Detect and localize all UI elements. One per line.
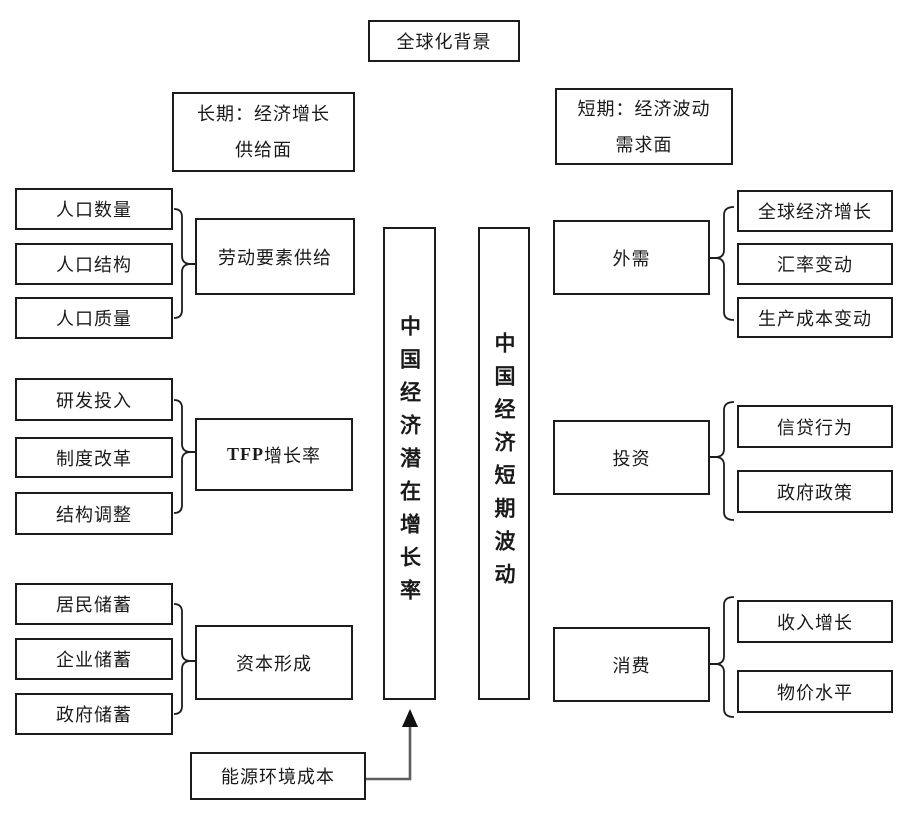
short-term-demand-header: 短期：经济波动 需求面 <box>555 88 733 165</box>
population-quality-box: 人口质量 <box>15 297 173 339</box>
tfp-label-bold: TFP <box>227 444 264 464</box>
corporate-savings-box: 企业储蓄 <box>15 638 173 680</box>
short-term-header-line1: 短期：经济波动 <box>577 98 711 119</box>
consumption-box: 消费 <box>553 627 710 702</box>
production-cost-change-box: 生产成本变动 <box>737 297 893 338</box>
brace-consumption <box>714 596 735 718</box>
long-term-header-line2: 供给面 <box>235 140 292 160</box>
short-term-fluctuation-box: 中国经济短期波动 <box>478 227 530 700</box>
exchange-rate-change-box: 汇率变动 <box>737 243 893 285</box>
brace-capital <box>173 603 192 715</box>
up-arrow-icon <box>402 709 418 727</box>
global-economic-growth-box: 全球经济增长 <box>737 190 893 232</box>
long-term-supply-header: 长期：经济增长 供给面 <box>172 92 355 172</box>
labor-supply-box: 劳动要素供给 <box>195 218 355 295</box>
income-growth-box: 收入增长 <box>737 600 893 643</box>
structure-adjustment-box: 结构调整 <box>15 492 173 535</box>
capital-formation-box: 资本形成 <box>195 625 353 700</box>
brace-investment <box>714 401 735 521</box>
tfp-growth-box: TFP 增长率 <box>195 418 353 491</box>
population-quantity-box: 人口数量 <box>15 188 173 230</box>
external-demand-box: 外需 <box>553 220 710 295</box>
investment-box: 投资 <box>553 420 710 495</box>
globalization-background-box: 全球化背景 <box>368 20 520 62</box>
household-savings-box: 居民储蓄 <box>15 583 173 625</box>
tfp-label-rest: 增长率 <box>264 445 321 466</box>
potential-growth-box: 中国经济潜在增长率 <box>383 227 436 700</box>
energy-environment-cost-box: 能源环境成本 <box>190 752 366 800</box>
government-savings-box: 政府储蓄 <box>15 693 173 735</box>
brace-external-demand <box>714 206 735 321</box>
brace-labor-supply <box>173 208 192 319</box>
government-policy-box: 政府政策 <box>737 470 893 513</box>
price-level-box: 物价水平 <box>737 670 893 713</box>
energy-arrow-line <box>366 725 412 781</box>
population-structure-box: 人口结构 <box>15 243 173 285</box>
rnd-investment-box: 研发投入 <box>15 378 173 421</box>
credit-behavior-box: 信贷行为 <box>737 405 893 448</box>
long-term-header-line1: 长期：经济增长 <box>197 104 330 124</box>
brace-tfp <box>173 399 192 514</box>
short-term-header-line2: 需求面 <box>615 134 673 155</box>
institution-reform-box: 制度改革 <box>15 437 173 478</box>
